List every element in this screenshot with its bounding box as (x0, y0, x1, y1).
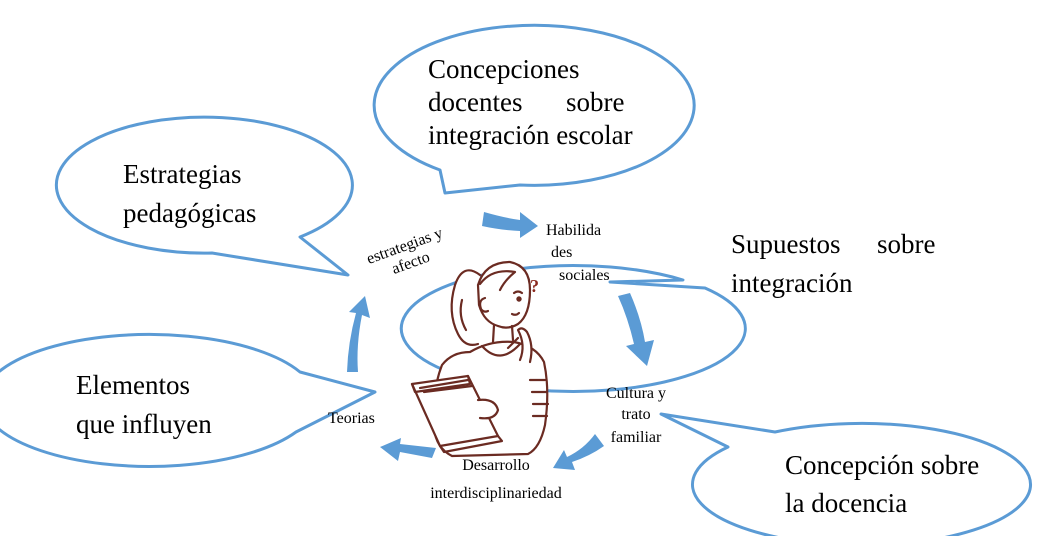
bubble-concepciones: Concepciones docentes sobre integración … (372, 23, 696, 195)
label-cultura-line3: familiar (611, 429, 662, 446)
bubble-docencia-line2: la docencia (785, 488, 907, 518)
arrow-right (618, 293, 654, 366)
question-mark-icon: ? (530, 276, 539, 296)
bubble-concepciones-line2b: sobre (566, 87, 624, 117)
label-habilidades-line1: Habilida (546, 222, 601, 239)
label-cultura-line1: Cultura y (606, 385, 666, 402)
label-cultura-line2: trato (621, 406, 650, 423)
arrow-bottom-left (380, 438, 436, 461)
label-teorias: Teorias (328, 410, 375, 427)
bubble-docencia-line1: Concepción sobre (785, 450, 979, 480)
bubble-concepciones-line1: Concepciones (428, 54, 579, 84)
arrow-top (482, 212, 538, 238)
label-habilidades-line2: des (551, 244, 572, 261)
bubble-estrategias-line2: pedagógicas (123, 198, 256, 228)
arrow-left (347, 296, 370, 372)
bubble-elementos-line2: que influyen (76, 409, 212, 439)
label-habilidades: Habilida des sociales (546, 222, 610, 284)
bubble-elementos-line1: Elementos (76, 370, 190, 400)
label-desarrollo-line2: interdisciplinariedad (430, 485, 562, 502)
bubble-concepciones-line2a: docentes (428, 87, 522, 117)
bubble-supuestos-line1b: sobre (877, 229, 935, 259)
label-desarrollo: Desarrollo interdisciplinariedad (430, 457, 562, 502)
bubble-supuestos-line1a: Supuestos (731, 229, 841, 259)
label-habilidades-line3: sociales (559, 267, 610, 284)
arrow-bottom-right (553, 434, 604, 470)
bubble-concepciones-line3: integración escolar (428, 120, 633, 150)
label-estrategias-afecto: estrategias y afecto (364, 225, 445, 278)
thinking-woman-icon (410, 260, 550, 458)
bubble-estrategias: Estrategias pedagógicas (54, 115, 354, 277)
bubble-elementos: Elementos que influyen (0, 332, 377, 468)
bubble-docencia: Concepción sobre la docencia (659, 412, 1032, 536)
bubble-supuestos-line2: integración (731, 268, 853, 298)
label-desarrollo-line1: Desarrollo (462, 457, 530, 474)
bubble-estrategias-line1: Estrategias (123, 159, 241, 189)
label-cultura: Cultura y trato familiar (606, 385, 666, 446)
